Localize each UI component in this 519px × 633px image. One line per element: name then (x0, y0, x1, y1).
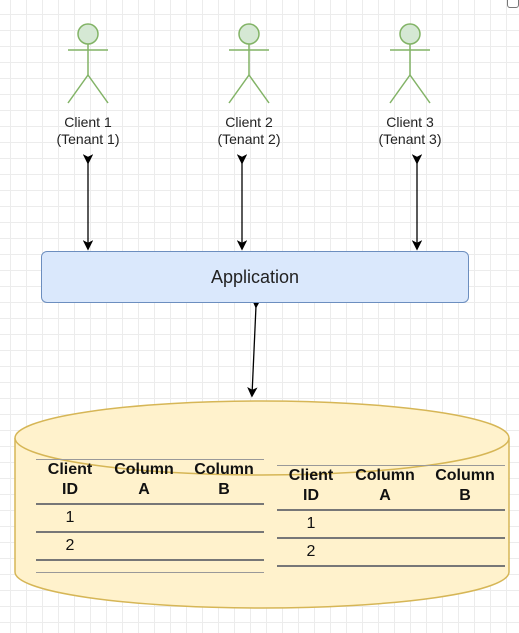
table-row[interactable]: 2 (277, 539, 505, 567)
client-3-tenant: (Tenant 3) (378, 131, 442, 147)
table-1-cell-client-id: 1 (65, 509, 75, 526)
table-2-cell-client-id: 1 (306, 515, 316, 532)
client-1-label: Client 1 (Tenant 1) (38, 114, 138, 148)
client-3-name: Client 3 (386, 114, 434, 130)
arrow-app-database[interactable] (247, 297, 262, 398)
client-2-tenant: (Tenant 2) (217, 131, 281, 147)
table-2-cell-client-id: 2 (306, 543, 316, 560)
table-row[interactable]: 1 (277, 511, 505, 539)
table-row[interactable]: 2 (36, 533, 264, 561)
client-2-name: Client 2 (225, 114, 273, 130)
client-2-label: Client 2 (Tenant 2) (199, 114, 299, 148)
actor-client-3[interactable] (389, 23, 431, 104)
application-label: Application (210, 266, 300, 287)
table-1-bottom-border (36, 572, 264, 573)
actor-client-1[interactable] (67, 23, 109, 104)
table-row[interactable]: 1 (36, 505, 264, 533)
database-cylinder[interactable] (14, 400, 510, 609)
client-1-tenant: (Tenant 1) (56, 131, 120, 147)
application-box[interactable]: Application (41, 251, 469, 303)
client-1-name: Client 1 (64, 114, 112, 130)
actor-client-2[interactable] (228, 23, 270, 104)
client-3-label: Client 3 (Tenant 3) (360, 114, 460, 148)
table-1-cell-client-id: 2 (65, 537, 75, 554)
